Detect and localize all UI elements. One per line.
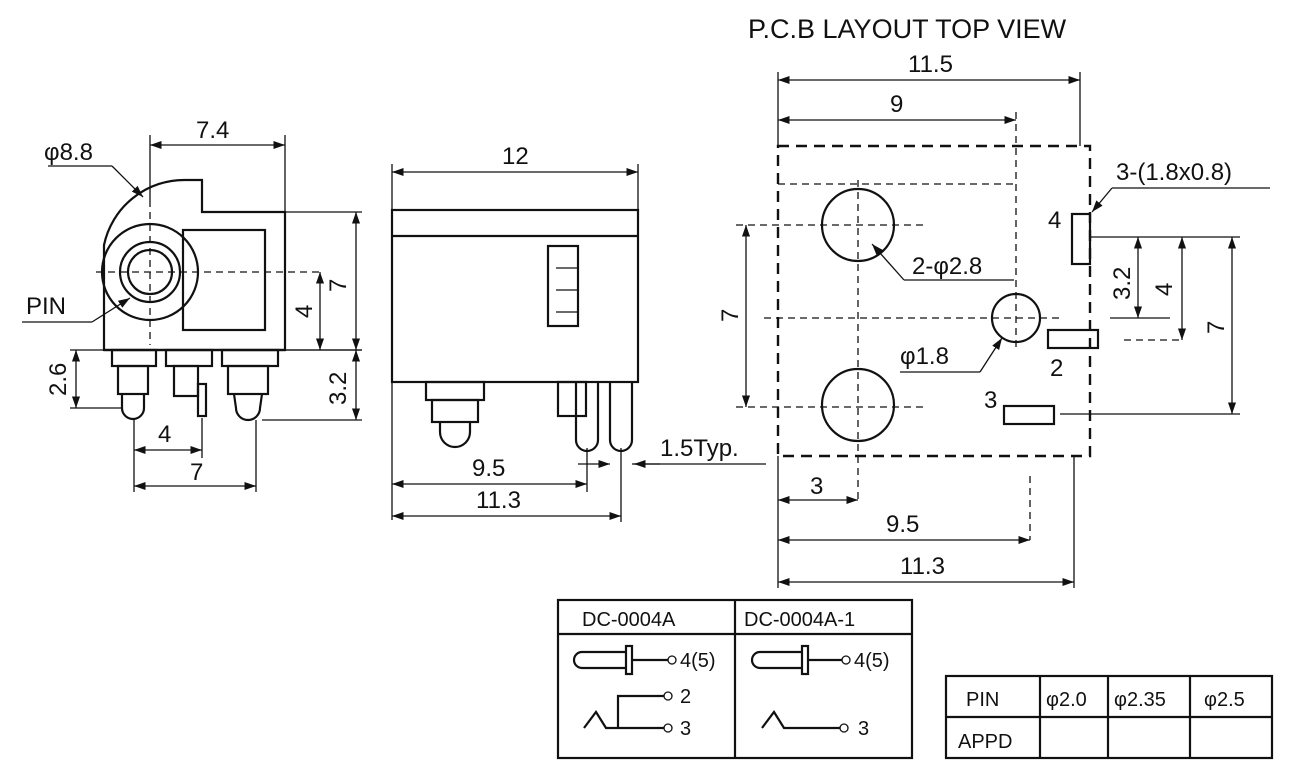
pin-table-header: PIN [966, 689, 999, 711]
side-height-label: 7 [325, 279, 352, 292]
front-length-label: 12 [502, 143, 529, 170]
pin-width-label: 1.5Typ. [660, 435, 739, 462]
front-view: 12 9.5 11.3 1.5Typ. [390, 143, 766, 522]
side-bottom-label: 3.2 [325, 372, 352, 405]
side-center-label: 4 [291, 305, 318, 318]
model-a-pin-2: 2 [680, 686, 691, 708]
drawing-title: P.C.B LAYOUT TOP VIEW [748, 14, 1067, 44]
pcb-bottom-mid: 9.5 [886, 511, 919, 538]
side-view: φ8.8 7.4 7 4 PIN 2.6 3.2 4 7 [22, 117, 362, 492]
mount-holes-label: 2-φ2.8 [912, 253, 982, 280]
pcb-layout: 4 2 3 11.5 9 3-(1.8x0.8) 2-φ2.8 φ1.8 7 3… [717, 51, 1270, 588]
model-table: DC-0004A DC-0004A-1 4(5) 2 3 4(5) 3 [556, 598, 914, 760]
pcb-pin-3: 3 [984, 387, 997, 414]
pin-label: PIN [26, 293, 66, 320]
slot-pin-4 [1070, 212, 1092, 266]
pin-size-2: φ2.35 [1114, 689, 1166, 711]
pcb-bottom-small: 3 [810, 473, 823, 500]
pin-size-1: φ2.0 [1046, 689, 1087, 711]
model-a-name: DC-0004A [582, 609, 676, 631]
pcb-width-inner: 9 [890, 91, 903, 118]
mount-hole-top [820, 187, 896, 263]
pcb-pin-4: 4 [1048, 207, 1061, 234]
pin-pitch-small: 4 [158, 421, 171, 448]
front-pin-b: 11.3 [476, 487, 521, 514]
side-width-label: 7.4 [196, 117, 229, 144]
pcb-right-mid: 4 [1151, 283, 1178, 296]
pin-pitch-large: 7 [190, 459, 203, 486]
slot-holes-label: 3-(1.8x0.8) [1116, 159, 1232, 186]
center-hole [990, 292, 1042, 344]
model-b-pin-4: 4(5) [854, 650, 890, 672]
slot-pin-3 [1002, 404, 1056, 426]
slot-pin-2 [1046, 328, 1100, 350]
pin-size-3: φ2.5 [1204, 689, 1245, 711]
model-a-pin-3: 3 [680, 718, 691, 740]
pcb-right-small: 3.2 [1109, 267, 1136, 300]
pcb-height-label: 7 [717, 309, 744, 322]
model-b-pin-3: 3 [858, 718, 869, 740]
pin-table: PIN φ2.0 φ2.35 φ2.5 APPD [944, 674, 1274, 760]
model-a-pin-4: 4(5) [680, 650, 716, 672]
pcb-pin-2: 2 [1050, 355, 1063, 382]
pcb-width-outer: 11.5 [908, 51, 953, 78]
mount-hole-bottom [820, 367, 896, 443]
pcb-bottom-large: 11.3 [900, 553, 945, 580]
model-b-name: DC-0004A-1 [744, 609, 855, 631]
pin-length-label: 2.6 [45, 363, 72, 396]
diameter-label: φ8.8 [44, 139, 93, 166]
front-pin-a: 9.5 [472, 455, 505, 482]
appd-label: APPD [958, 731, 1012, 753]
pcb-right-large: 7 [1203, 321, 1230, 334]
center-hole-label: φ1.8 [900, 343, 949, 370]
